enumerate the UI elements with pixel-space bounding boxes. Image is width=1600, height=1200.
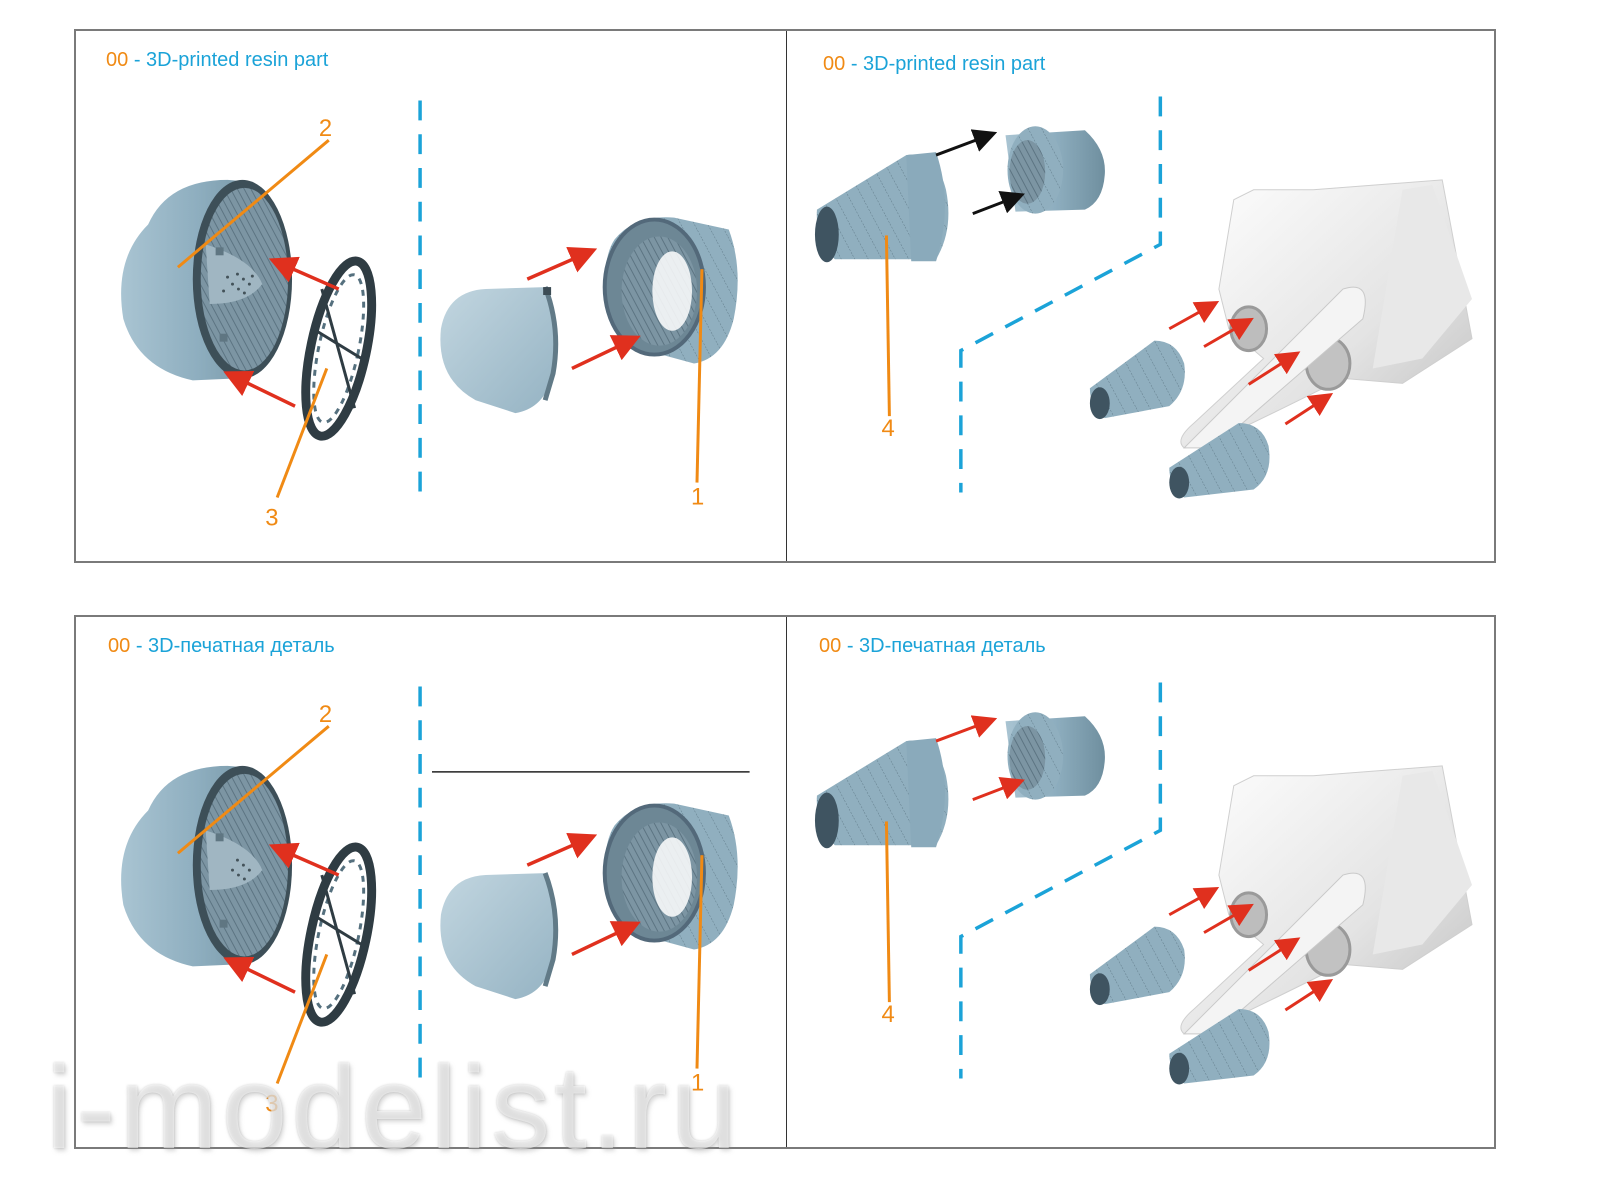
- callout-line: [275, 367, 329, 499]
- step-install-nozzles: 00 - 3D-печатная деталь 4: [786, 617, 1494, 1147]
- assembly-arrow: [571, 921, 641, 957]
- callout-number: 4: [881, 415, 894, 442]
- part-code: 00: [819, 635, 842, 657]
- step-install-nozzles: 00 - 3D-printed resin part 4: [786, 31, 1494, 561]
- callout-number: 1: [691, 483, 704, 510]
- instruction-panel-russian: 00 - 3D-печатная деталь: [74, 615, 1496, 1149]
- assembly-diagram-left: 2 3 1: [121, 100, 738, 531]
- aircraft-tail-section: [1180, 765, 1473, 1035]
- callout-number: 2: [319, 701, 332, 728]
- part-code: 00: [108, 635, 131, 657]
- callout-line: [695, 269, 704, 483]
- part-legend: 00 - 3D-печатная деталь: [108, 635, 335, 658]
- legend-text: 3D-печатная деталь: [148, 635, 335, 657]
- afterburner-can-part: [121, 765, 293, 967]
- legend-dash: -: [850, 53, 858, 75]
- assembly-arrow: [1284, 392, 1334, 426]
- callout-line: [884, 235, 891, 417]
- assembly-arrow: [223, 956, 296, 994]
- part-legend: 00 - 3D-printed resin part: [106, 49, 328, 72]
- assembly-diagram-right: 4: [814, 682, 1473, 1085]
- assembly-arrow: [223, 370, 296, 408]
- legend-text: 3D-printed resin part: [863, 53, 1046, 75]
- callout-number: 3: [265, 1090, 278, 1117]
- step-nozzle-interior: 00 - 3D-печатная деталь: [76, 617, 786, 1147]
- assembly-arrow: [1203, 317, 1254, 348]
- legend-dash: -: [133, 49, 141, 71]
- assembly-arrow: [526, 246, 598, 281]
- callout-number: 3: [265, 504, 278, 531]
- nozzle-ring-part: [602, 803, 738, 950]
- assembly-arrow: [935, 129, 998, 157]
- afterburner-can-part: [121, 179, 293, 381]
- assembly-arrow: [526, 832, 598, 867]
- assembly-arrow: [571, 335, 641, 371]
- installed-nozzle: [1089, 340, 1185, 420]
- callout-line: [695, 855, 704, 1069]
- part-code: 00: [106, 49, 129, 71]
- assembly-arrow: [1284, 978, 1334, 1012]
- nozzle-petals-part: [814, 152, 949, 263]
- flame-holder-part: [301, 256, 377, 441]
- assembly-arrow: [1247, 937, 1301, 972]
- step-nozzle-interior: 00 - 3D-printed resin part: [76, 31, 786, 561]
- assembly-arrow: [1203, 903, 1254, 934]
- nozzle-ring-part: [602, 217, 738, 364]
- installed-nozzle: [1089, 926, 1185, 1006]
- fold-line: [959, 96, 1163, 493]
- assembly-arrow: [1168, 301, 1220, 331]
- assembly-arrow: [268, 842, 340, 877]
- part-legend: 00 - 3D-печатная деталь: [819, 635, 1046, 658]
- assembly-arrow: [1168, 887, 1220, 917]
- legend-text: 3D-печатная деталь: [859, 635, 1046, 657]
- nozzle-section-part: [1005, 712, 1105, 800]
- assembly-arrow: [972, 191, 1025, 216]
- assembly-arrow: [935, 715, 998, 743]
- instruction-panel-english: 00 - 3D-printed resin part: [74, 29, 1496, 563]
- callout-number: 2: [319, 115, 332, 142]
- assembly-arrow: [268, 256, 340, 291]
- nozzle-cap-part: [440, 872, 559, 1000]
- assembly-diagram-right: 4: [814, 96, 1473, 499]
- assembly-arrow: [1247, 351, 1301, 386]
- flame-holder-part: [301, 842, 377, 1027]
- nozzle-petals-part: [814, 738, 949, 849]
- fold-line: [959, 682, 1163, 1079]
- installed-nozzle: [1169, 423, 1270, 499]
- nozzle-cap-part: [440, 286, 559, 414]
- part-legend: 00 - 3D-printed resin part: [823, 53, 1045, 76]
- part-code: 00: [823, 53, 846, 75]
- callout-number: 1: [691, 1069, 704, 1096]
- callout-line: [275, 953, 329, 1085]
- assembly-diagram-left: 2 3 1: [121, 686, 750, 1117]
- callout-line: [884, 821, 891, 1003]
- aircraft-tail-section: [1180, 179, 1473, 449]
- callout-number: 4: [881, 1001, 894, 1028]
- nozzle-section-part: [1005, 126, 1105, 214]
- legend-dash: -: [135, 635, 143, 657]
- assembly-arrow: [972, 777, 1025, 802]
- callout-line: [176, 139, 330, 269]
- legend-dash: -: [846, 635, 854, 657]
- callout-line: [176, 725, 330, 855]
- legend-text: 3D-printed resin part: [146, 49, 329, 71]
- installed-nozzle: [1169, 1009, 1270, 1085]
